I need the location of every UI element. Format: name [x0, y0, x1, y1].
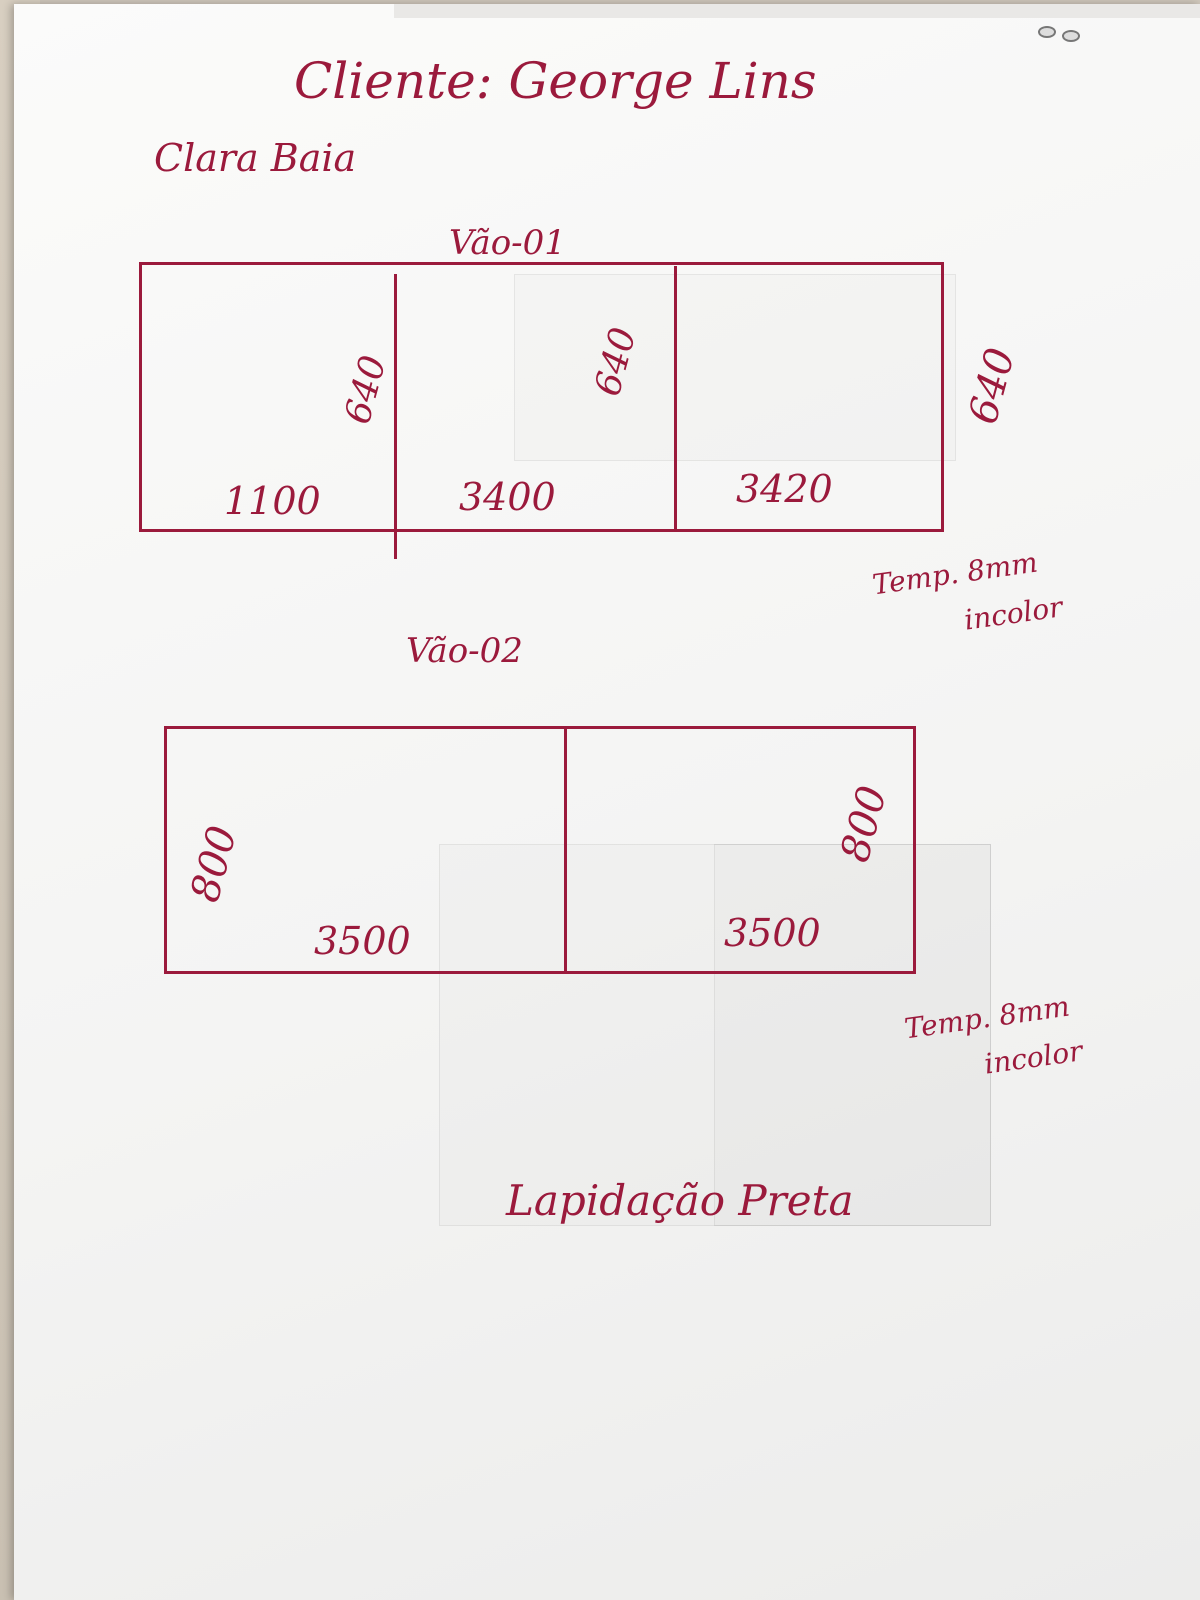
vao-01-title: Vão-01 — [449, 223, 566, 263]
vao-01-panel-1-width: 1100 — [224, 479, 321, 523]
client-name: Cliente: George Lins — [294, 52, 817, 110]
vao-01-glass-spec: Temp. 8mm — [870, 545, 1040, 602]
vao-02-frame — [164, 726, 916, 974]
emboss-ghost — [514, 274, 956, 461]
edge-finish: Lapidação Preta — [506, 1176, 854, 1225]
vao-02-panel-1-height: 800 — [176, 821, 252, 907]
vao-01-panel-1-height: 640 — [332, 351, 401, 428]
vao-01-divider — [674, 266, 677, 530]
vao-02-panel-1-width: 3500 — [314, 919, 411, 963]
paper-edge — [394, 4, 1200, 18]
vao-02-glass-color: incolor — [982, 1034, 1085, 1081]
emboss-ghost — [714, 844, 991, 1226]
binder-hole-icon — [1038, 26, 1056, 38]
glass-color: Clara Baia — [154, 136, 357, 180]
vao-01-glass-color: incolor — [962, 590, 1065, 637]
vao-02-panel-2-width: 3500 — [724, 911, 821, 955]
vao-02-panel-2-height: 800 — [826, 781, 902, 867]
vao-01-panel-3-width: 3420 — [736, 467, 833, 511]
vao-01-frame — [139, 262, 944, 532]
emboss-ghost — [439, 844, 991, 1226]
vao-01-panel-3-height-text: 640 — [960, 343, 1025, 429]
vao-01-panel-2-width: 3400 — [459, 475, 556, 519]
vao-02-title: Vão-02 — [406, 631, 523, 671]
vao-01-panel-2-height: 640 — [582, 323, 651, 400]
vao-02-divider — [564, 726, 567, 974]
paper-sheet: Cliente: George Lins Clara Baia Vão-01 1… — [14, 4, 1200, 1600]
vao-01-panel-3-height: 640 — [954, 343, 1030, 429]
binder-hole-icon — [1062, 30, 1080, 42]
vao-01-divider — [394, 274, 397, 559]
